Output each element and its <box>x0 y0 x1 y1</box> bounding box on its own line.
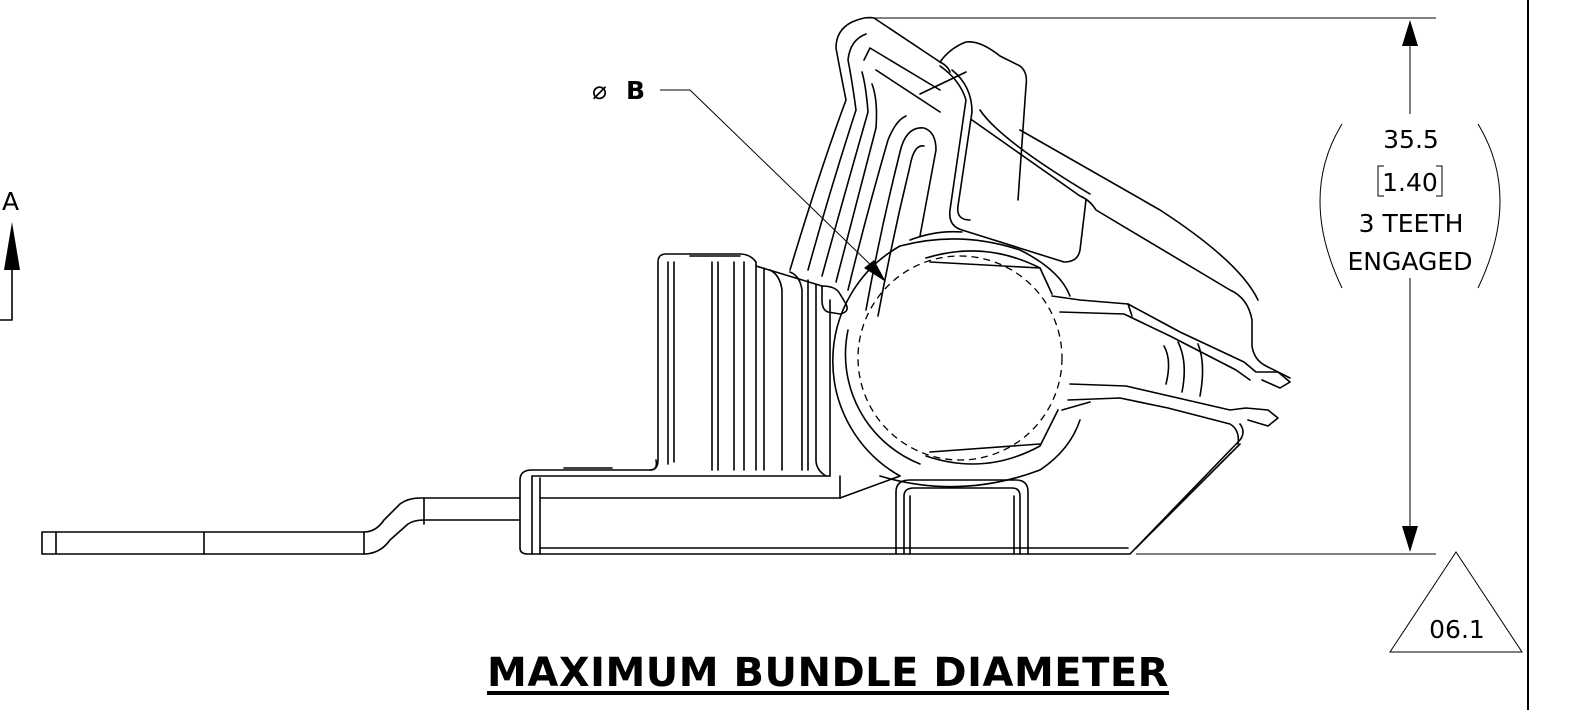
view-arrow-leader <box>0 261 13 321</box>
dimension-inch: 1.40 <box>1382 168 1438 197</box>
height-dimension: 35.5 1.40 3 TEETH ENGAGED <box>866 17 1501 555</box>
diameter-label: B <box>626 76 645 105</box>
bundle-diameter-circle <box>857 255 1063 461</box>
section-view-marker: A <box>0 187 20 321</box>
tie-foot <box>895 479 1029 555</box>
view-arrow-head <box>4 222 20 270</box>
drawing-title: MAXIMUM BUNDLE DIAMETER <box>487 650 1169 696</box>
tie-jaws <box>1051 295 1291 549</box>
diameter-callout: ⌀ B <box>592 76 886 282</box>
view-label-a: A <box>2 187 19 216</box>
bundle-cradle <box>832 238 1081 488</box>
revision-flag-text: 06.1 <box>1429 615 1485 644</box>
diameter-leader-arrow <box>864 260 886 282</box>
tie-base-block <box>519 253 1244 555</box>
dimension-note-line1: 3 TEETH <box>1359 209 1464 238</box>
tie-base-tail <box>41 497 521 555</box>
diameter-symbol: ⌀ <box>592 76 607 105</box>
diameter-leader <box>660 89 879 273</box>
dimension-note-line2: ENGAGED <box>1348 247 1473 276</box>
tie-head-upper <box>789 16 1291 379</box>
dimension-mm: 35.5 <box>1383 125 1439 154</box>
revision-flag: 06.1 <box>1389 551 1523 653</box>
